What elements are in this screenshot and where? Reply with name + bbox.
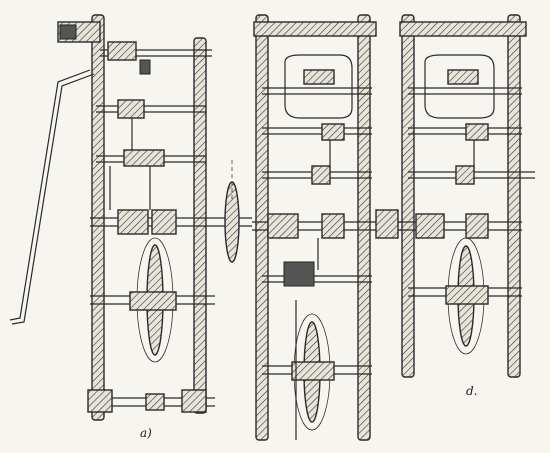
left-drum-hub (129, 291, 177, 311)
left-assembly (9, 14, 252, 421)
right-gear-3 (415, 213, 445, 239)
middle-assembly (252, 14, 405, 441)
label-right-assembly: d. (466, 384, 478, 398)
left-gear-3 (123, 149, 165, 167)
right-frame-upright-right (507, 14, 521, 378)
left-gear-1 (107, 41, 137, 61)
right-cam-housing (424, 54, 495, 119)
left-bottom-bracket-right (181, 389, 207, 413)
middle-gear-2 (311, 165, 331, 185)
right-gear-4 (465, 213, 489, 239)
middle-gear-3 (267, 213, 299, 239)
middle-drum-hub (291, 361, 335, 381)
middle-frame-upright-right (357, 14, 371, 441)
middle-top-bar (253, 21, 377, 37)
right-cam (447, 69, 479, 85)
left-top-block (59, 24, 77, 40)
right-top-bar (399, 21, 527, 37)
left-bottom-hub (145, 393, 165, 411)
left-gear-2 (117, 99, 145, 119)
middle-block (283, 261, 315, 287)
middle-cam-housing (284, 54, 353, 119)
middle-frame-upright-left (255, 14, 269, 441)
right-gear-2 (455, 165, 475, 185)
middle-gear-4 (321, 213, 345, 239)
crank-handle-outline (11, 73, 95, 325)
middle-cam (303, 69, 335, 85)
right-assembly (398, 14, 535, 378)
left-gear-4 (117, 209, 149, 235)
right-frame-upright-left (401, 14, 415, 378)
crank-handle (9, 69, 91, 321)
right-gear-1 (465, 123, 489, 141)
coupling (375, 209, 399, 239)
middle-gear-1 (321, 123, 345, 141)
left-gear-5 (151, 209, 177, 235)
right-drum-hub (445, 285, 489, 305)
left-external-gear (224, 181, 240, 263)
left-pawl (139, 59, 151, 75)
label-left-assembly: a) (140, 426, 152, 440)
left-bottom-bracket-left (87, 389, 113, 413)
